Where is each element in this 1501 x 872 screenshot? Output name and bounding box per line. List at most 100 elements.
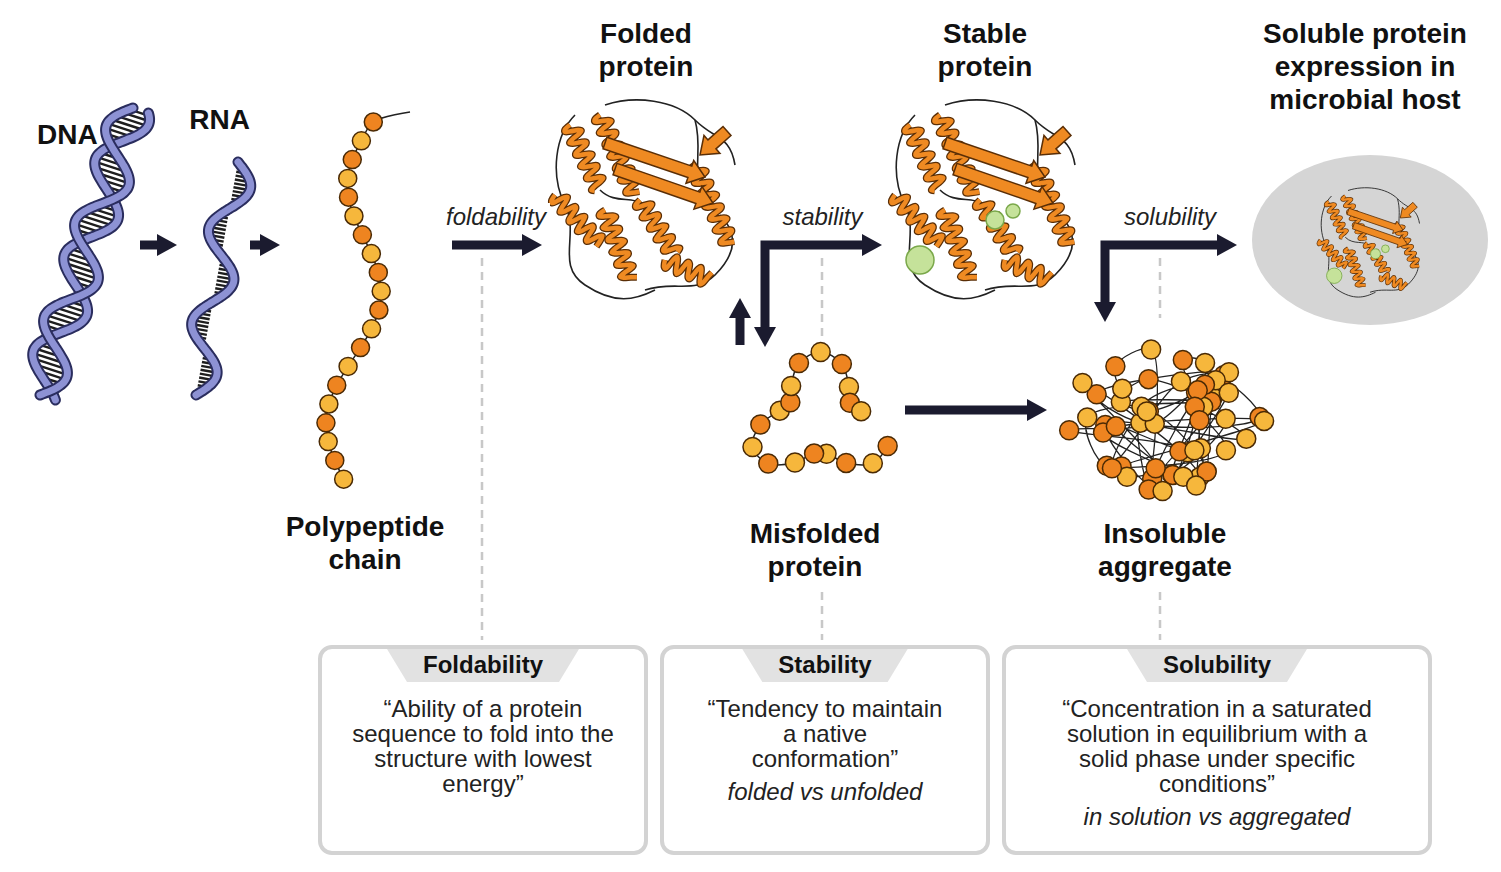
figure-label: RNA [189,103,250,136]
backbone [752,352,887,465]
stage-figure: Folded protein [540,15,752,300]
figure-label: Soluble protein expression in microbial … [1238,17,1493,116]
amino-acid [319,433,337,451]
figure-label: Stable protein [910,17,1060,83]
helix-outline [599,210,637,278]
amino-acid [1187,476,1206,495]
amino-acid [789,353,808,372]
polypeptide-chain [317,112,410,488]
amino-acid [782,376,801,395]
amino-acid [759,454,778,473]
stage-figure: DNA [15,100,140,400]
edge-label: solubility [1120,203,1220,231]
amino-acid [343,151,361,169]
amino-acid [1173,351,1192,370]
amino-acid [352,339,370,357]
amino-acid [1113,379,1132,398]
helix-outline [1004,257,1052,285]
amino-acid [328,376,346,394]
alpha-helix [599,210,637,278]
flow-arrow [452,241,522,250]
amino-acid [339,169,357,187]
leader-line [481,258,484,640]
ligand [906,246,934,274]
flow-arrow [250,241,260,250]
beta-strand [1040,127,1071,155]
helix-outline [635,200,680,252]
figures [33,100,1488,501]
stage-figure: RNA [175,95,250,395]
ligand [1382,245,1390,253]
amino-acid [805,444,824,463]
amino-acid [1073,373,1092,392]
amino-acid [832,355,851,374]
ligand [986,211,1004,229]
amino-acid [362,245,380,263]
helix-outline [939,210,977,278]
figure-label: Folded protein [571,17,721,83]
helix-outline [1319,240,1347,268]
definition-box: Foldability “Ability of a protein sequenc… [318,645,648,855]
definition-box: Solubility“Concentration in a saturated … [1002,645,1432,855]
alpha-helix [891,195,942,247]
helix-outline [551,195,602,247]
alpha-helix [1345,248,1366,285]
stage-figure: Misfolded protein [725,345,905,585]
beta-strand [613,163,713,209]
leader-line [821,592,824,640]
flow-arrow [905,406,1027,415]
microbial-cell [1252,155,1488,325]
edge-label: stability [778,203,866,231]
alpha-helix [1004,257,1052,285]
amino-acid [1196,353,1215,372]
connectors [140,245,1217,410]
amino-acid [320,395,338,413]
helix-outline [891,195,942,247]
alpha-helix [1365,243,1390,272]
amino-acid [353,226,371,244]
helix-outline [1345,248,1366,285]
box-heading: Stability [742,649,907,682]
flow-arrow [1105,245,1217,302]
folded-protein [551,100,735,299]
helix-outline [1365,243,1390,272]
ligand [1327,268,1342,283]
amino-acid [1185,441,1204,460]
amino-acid [1216,409,1235,428]
leader-lines [482,258,1160,640]
amino-acid [340,188,358,206]
leader-line [1159,592,1162,640]
alpha-helix [939,210,977,278]
ligand [1371,249,1381,259]
contrast-note: in solution vs aggregated [1084,804,1351,829]
amino-acid [1153,482,1172,501]
definition-text: “Ability of a protein sequence to fold i… [343,696,623,796]
amino-acid [878,437,897,456]
amino-acid [785,453,804,472]
stage-figure: Insoluble aggregate [1045,320,1285,585]
amino-acid [335,470,353,488]
beta-strand [1352,223,1407,248]
amino-acid [1219,383,1238,402]
amino-acid [1106,417,1125,436]
box-heading: Foldability [387,649,579,682]
beta-strand [700,127,731,155]
alpha-helix [635,200,680,252]
figure-label: DNA [37,118,98,151]
amino-acid [1146,459,1165,478]
amino-acid [370,301,388,319]
amino-acid [1171,372,1190,391]
ligand [1006,204,1020,218]
amino-acid [1190,411,1209,430]
amino-acid [364,113,382,131]
contrast-note: folded vs unfolded [728,779,923,804]
helix-outline [1380,274,1406,289]
alpha-helix [1380,274,1406,289]
amino-acid [1137,402,1156,421]
helix-outline [664,257,712,285]
amino-acid [369,263,387,281]
strand-outline [40,108,133,395]
